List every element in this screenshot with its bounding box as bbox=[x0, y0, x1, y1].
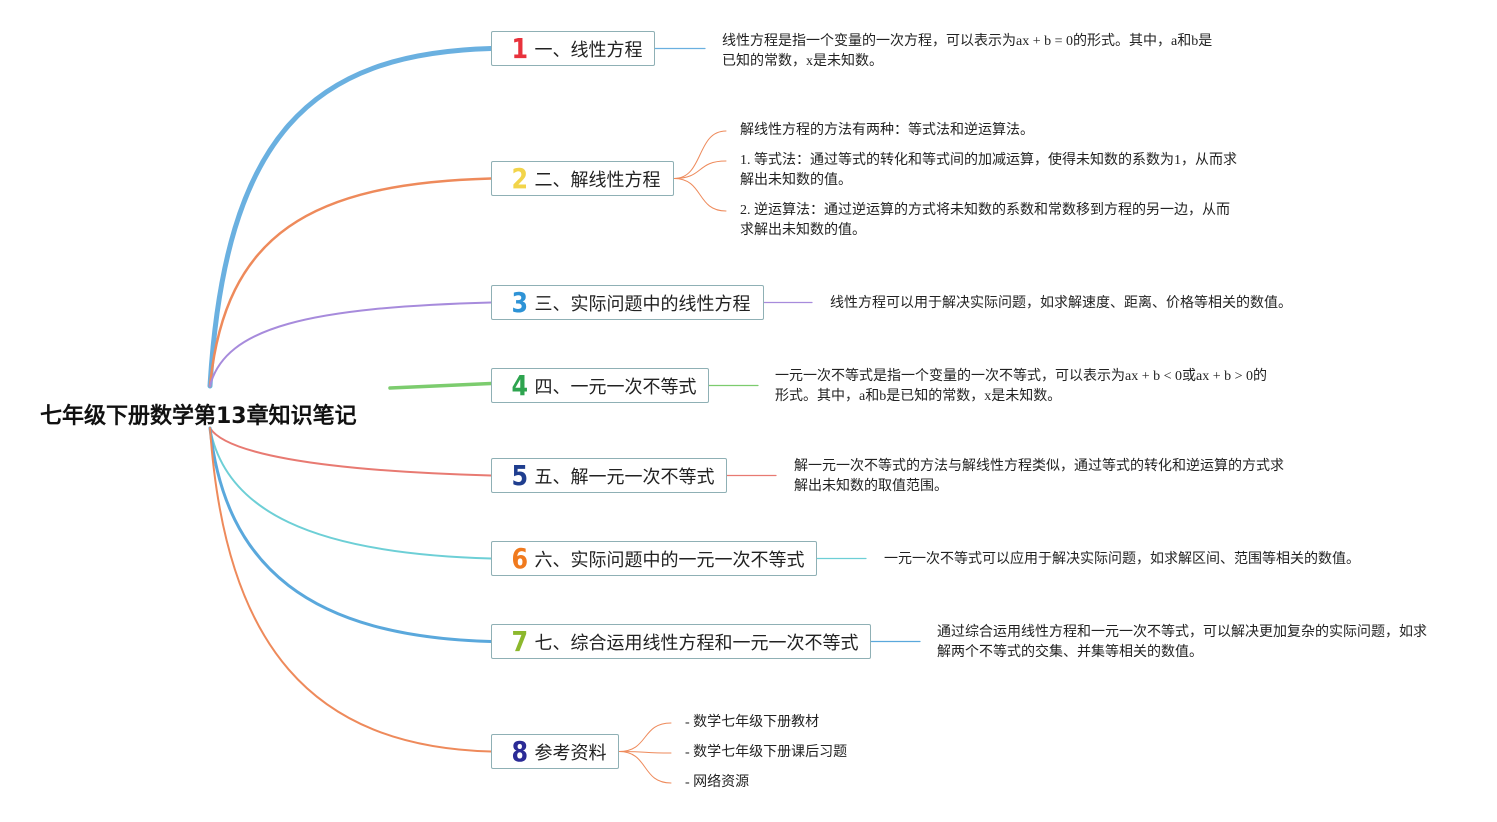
topic-2-note-line[interactable]: 2. 逆运算法：通过逆运算的方式将未知数的系数和常数移到方程的另一边，从而 bbox=[740, 203, 1230, 218]
topic-number-badge: 8 bbox=[511, 734, 529, 768]
topic-number-badge: 1 bbox=[511, 31, 529, 65]
topic-2-note-connector bbox=[673, 130, 727, 179]
topic-2-note-line[interactable]: 求解出未知数的值。 bbox=[740, 223, 866, 238]
topic-label: 二、解线性方程 bbox=[534, 169, 661, 191]
topic-8-note-connector bbox=[618, 751, 672, 754]
topic-label: 三、实际问题中的线性方程 bbox=[534, 293, 751, 315]
topic-5-note-line[interactable]: 解一元一次不等式的方法与解线性方程类似，通过等式的转化和逆运算的方式求 bbox=[794, 459, 1284, 474]
topic-2-note-connector bbox=[673, 178, 727, 212]
topic-8-note-line[interactable]: - 数学七年级下册教材 bbox=[685, 715, 820, 730]
topic-number-badge: 6 bbox=[511, 541, 529, 575]
topic-7-note-line[interactable]: 通过综合运用线性方程和一元一次不等式，可以解决更加复杂的实际问题，如求 bbox=[937, 625, 1427, 640]
topic-label: 四、一元一次不等式 bbox=[534, 376, 697, 398]
topic-number-badge: 2 bbox=[511, 161, 529, 195]
branch-line-8 bbox=[209, 427, 492, 753]
branch-line-5 bbox=[209, 427, 492, 477]
topic-number-badge: 3 bbox=[511, 285, 529, 319]
topic-2-note-connector bbox=[673, 160, 727, 179]
topic-4-note-line[interactable]: 一元一次不等式是指一个变量的一次不等式，可以表示为ax + b < 0或ax +… bbox=[775, 369, 1268, 384]
topic-4-note-line[interactable]: 形式。其中，a和b是已知的常数，x是未知数。 bbox=[775, 389, 1062, 404]
topic-label: 七、综合运用线性方程和一元一次不等式 bbox=[534, 632, 859, 654]
branch-line-2 bbox=[208, 177, 493, 388]
branch-line-6 bbox=[209, 427, 492, 560]
topic-number-badge: 7 bbox=[511, 624, 529, 658]
topic-2-note-line[interactable]: 解出未知数的值。 bbox=[740, 173, 852, 188]
topic-6-note-line[interactable]: 一元一次不等式可以应用于解决实际问题，如求解区间、范围等相关的数值。 bbox=[884, 552, 1360, 567]
topic-8-note-line[interactable]: - 数学七年级下册课后习题 bbox=[685, 745, 848, 760]
topic-8-note-connector bbox=[618, 722, 672, 752]
topic-1-note-line[interactable]: 已知的常数，x是未知数。 bbox=[722, 54, 883, 69]
topic-number-badge: 5 bbox=[511, 458, 529, 492]
topic-5-note-line[interactable]: 解出未知数的取值范围。 bbox=[794, 479, 948, 494]
topic-3-note-line[interactable]: 线性方程可以用于解决实际问题，如求解速度、距离、价格等相关的数值。 bbox=[830, 296, 1292, 311]
branch-line-3 bbox=[209, 301, 492, 387]
topic-label: 六、实际问题中的一元一次不等式 bbox=[534, 549, 805, 571]
topic-8-note-connector bbox=[618, 751, 672, 784]
branch-line-7 bbox=[208, 426, 493, 643]
branch-line-4 bbox=[388, 381, 493, 390]
branch-line-1 bbox=[207, 46, 494, 389]
topic-2-note-line[interactable]: 解线性方程的方法有两种：等式法和逆运算法。 bbox=[740, 123, 1034, 138]
topic-7-note-line[interactable]: 解两个不等式的交集、并集等相关的数值。 bbox=[937, 645, 1203, 660]
topic-label: 参考资料 bbox=[534, 742, 607, 764]
topic-1-note-line[interactable]: 线性方程是指一个变量的一次方程，可以表示为ax + b = 0的形式。其中，a和… bbox=[722, 34, 1213, 49]
topic-number-badge: 4 bbox=[511, 368, 529, 402]
topic-2-note-line[interactable]: 1. 等式法：通过等式的转化和等式间的加减运算，使得未知数的系数为1，从而求 bbox=[740, 153, 1237, 168]
topic-label: 五、解一元一次不等式 bbox=[534, 466, 715, 488]
central-topic-title[interactable]: 七年级下册数学第13章知识笔记 bbox=[40, 404, 357, 429]
topic-label: 一、线性方程 bbox=[534, 39, 643, 61]
topic-8-note-line[interactable]: - 网络资源 bbox=[685, 775, 750, 790]
